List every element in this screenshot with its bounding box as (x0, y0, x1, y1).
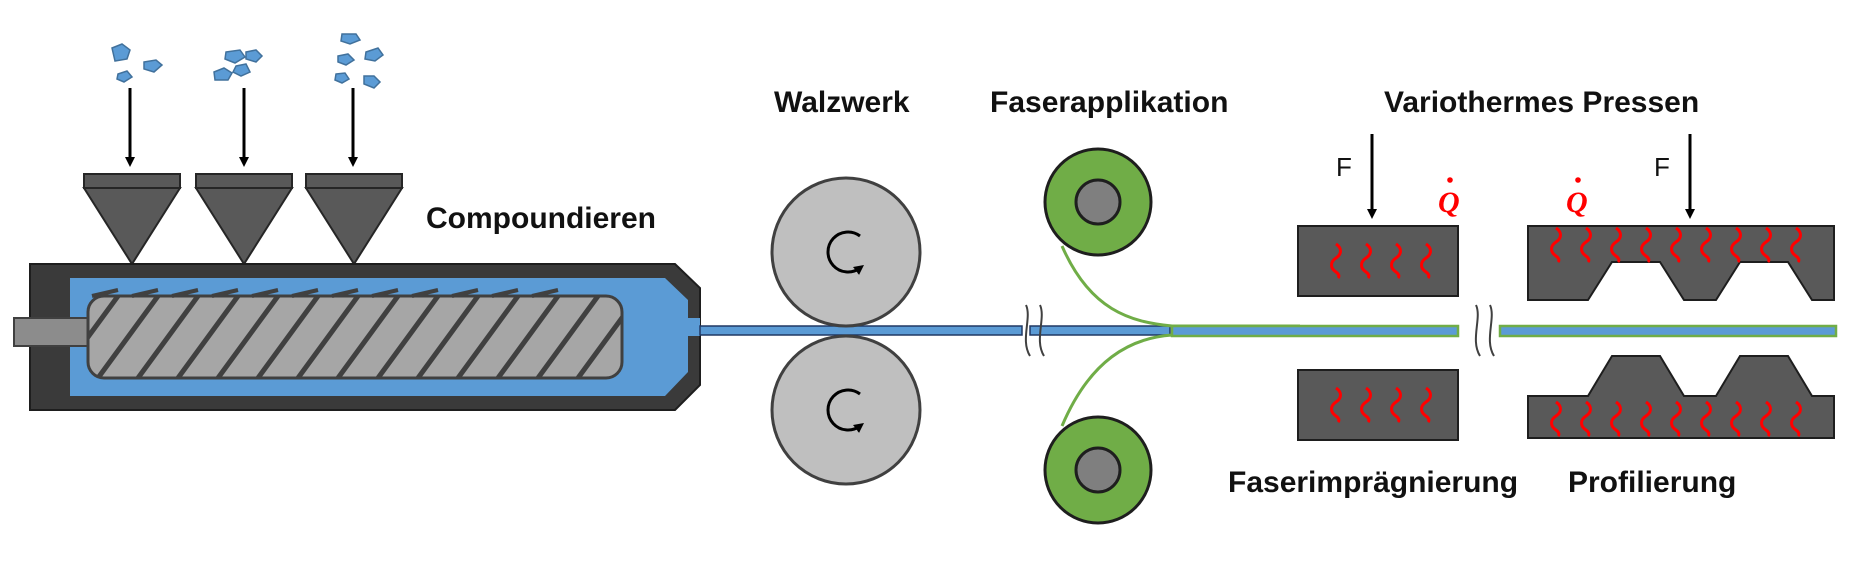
rolling-mill (770, 176, 922, 486)
impregnation-press (1297, 134, 1459, 441)
label-variothermal-pressing: Variothermes Pressen (1384, 86, 1699, 119)
label-fiber-impregnation: Faserimprägnierung (1228, 466, 1518, 499)
melt-strip (699, 325, 1171, 336)
label-profiling: Profilierung (1568, 466, 1736, 499)
heat-dot-markers (1447, 177, 1581, 183)
fiber-spool-icon (1043, 147, 1153, 525)
profiling-press (1527, 134, 1835, 439)
label-force-right: F (1654, 152, 1670, 182)
label-heat-right: Q (1566, 186, 1588, 219)
granules-icon (111, 33, 385, 89)
hopper-icon (82, 173, 404, 266)
extruder-screw-icon (13, 288, 624, 380)
label-rolling-mill: Walzwerk (774, 86, 910, 119)
composite-strip (1170, 324, 1838, 338)
label-fiber-application: Faserapplikation (990, 86, 1228, 119)
line-break-icon (1024, 304, 1495, 357)
label-compounding: Compoundieren (426, 202, 656, 235)
feed-arrows (125, 88, 358, 167)
rotate-arrow-icon (826, 230, 865, 433)
label-force-left: F (1336, 152, 1352, 182)
label-heat-left: Q (1438, 186, 1460, 219)
